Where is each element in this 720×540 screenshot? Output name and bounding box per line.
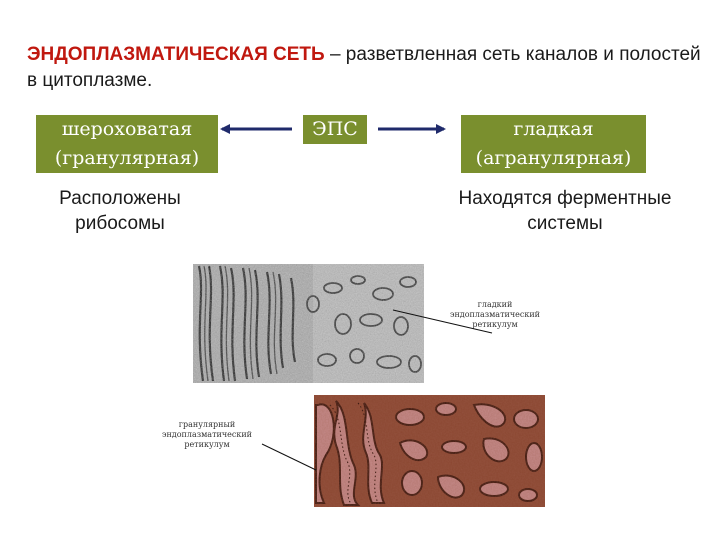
smooth-er-label: гладкая [513,118,594,140]
smooth-er-box: гладкая (агранулярная) [461,115,646,173]
er-center-label: ЭПС [312,118,358,140]
smooth-image-label-line2: эндоплазматический [449,310,541,319]
micrograph-color [314,395,545,507]
rough-caption-line1: Расположены [59,188,181,209]
smooth-er-sublabel: (агранулярная) [475,147,632,169]
rough-er-sublabel: (гранулярная) [54,147,200,169]
smooth-er-caption: Находятся ферментные системы [430,186,700,236]
rough-er-label: шероховатая [61,118,193,140]
term-definition: – разветвленная сеть каналов и полостей … [27,44,701,91]
term-name: ЭНДОПЛАЗМАТИЧЕСКАЯ СЕТЬ [27,44,325,65]
smooth-caption-line2: системы [527,213,603,234]
smooth-image-label-line3: ретикулум [472,320,518,329]
rough-caption-line2: рибосомы [75,213,165,234]
er-center-box: ЭПС [303,115,367,144]
smooth-er-image-label: гладкий эндоплазматический ретикулум [440,300,550,330]
smooth-image-label-line1: гладкий [477,300,513,309]
rough-er-caption: Расположены рибосомы [20,186,220,236]
micrograph-bw [193,264,424,383]
rough-er-image-label: гранулярный эндоплазматический ретикулум [152,420,262,450]
smooth-caption-line1: Находятся ферментные [458,188,672,209]
rough-image-label-line1: гранулярный [178,420,236,429]
definition-text: ЭНДОПЛАЗМАТИЧЕСКАЯ СЕТЬ – разветвленная … [27,42,707,94]
rough-image-label-line2: эндоплазматический [161,430,253,439]
rough-er-box: шероховатая (гранулярная) [36,115,218,173]
rough-image-label-line3: ретикулум [184,440,230,449]
